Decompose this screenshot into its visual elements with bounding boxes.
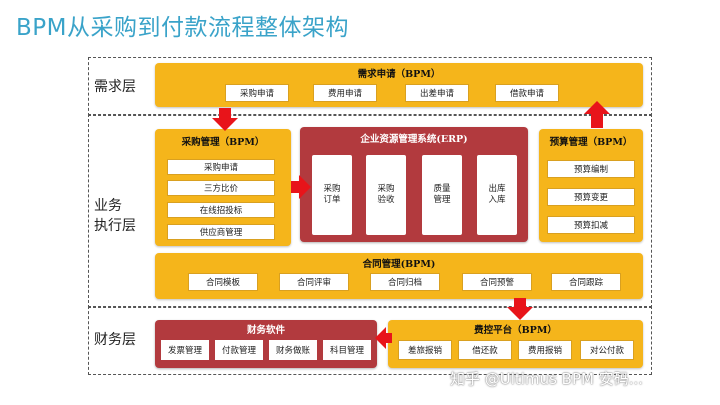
- business-layer-text: 业务执行层: [94, 198, 136, 234]
- arrow-down-demand-to-procurement: [212, 108, 238, 131]
- expense-item[interactable]: 差旅报销: [398, 340, 452, 360]
- contract-box-title: 合同管理(BPM): [362, 259, 436, 270]
- demand-item[interactable]: 费用申请: [313, 84, 377, 102]
- finance-software-box: 财务软件 发票管理 付款管理 财务做账 科目管理: [155, 320, 377, 368]
- finance-layer-frame: [88, 306, 652, 375]
- page-title: BPM从采购到付款流程整体架构: [16, 15, 349, 41]
- procurement-item[interactable]: 在线招投标: [167, 202, 275, 218]
- erp-item[interactable]: 出库入库: [477, 155, 517, 235]
- procurement-item[interactable]: 三方比价: [167, 180, 275, 196]
- demand-item[interactable]: 采购申请: [225, 84, 289, 102]
- business-layer-frame: [88, 114, 652, 308]
- budget-item[interactable]: 预算变更: [547, 188, 635, 206]
- expense-control-box: 费控平台（BPM） 差旅报销 借还款 费用报销 对公付款: [388, 320, 643, 368]
- finance-item[interactable]: 发票管理: [161, 340, 209, 360]
- erp-box-title: 企业资源管理系统(ERP): [360, 134, 468, 145]
- contract-item[interactable]: 合同评审: [279, 273, 349, 291]
- demand-application-box: 需求申请（BPM） 采购申请 费用申请 出差申请 借款申请: [155, 63, 643, 107]
- expense-item[interactable]: 对公付款: [580, 340, 634, 360]
- erp-system-box: 企业资源管理系统(ERP) 采购订单 采购验收 质量管理 出库入库: [300, 127, 528, 242]
- procurement-item[interactable]: 采购申请: [167, 159, 275, 175]
- finance-box-title: 财务软件: [246, 325, 285, 336]
- expense-box-title: 费控平台（BPM）: [474, 325, 557, 336]
- arrow-up-budget-to-demand: [584, 101, 610, 128]
- demand-item[interactable]: 出差申请: [405, 84, 469, 102]
- finance-layer-label: 财务层: [94, 332, 136, 348]
- expense-item[interactable]: 费用报销: [518, 340, 572, 360]
- contract-item[interactable]: 合同归档: [370, 273, 440, 291]
- budget-item[interactable]: 预算编制: [547, 160, 635, 178]
- procurement-item[interactable]: 供应商管理: [167, 224, 275, 240]
- arrow-right-procurement-to-erp: [291, 175, 311, 199]
- arrow-left-expense-to-finance: [375, 327, 392, 349]
- demand-layer-label: 需求层: [94, 79, 136, 95]
- finance-item[interactable]: 付款管理: [215, 340, 263, 360]
- budget-box-title: 预算管理（BPM）: [549, 137, 633, 148]
- arrow-down-contract-to-expense: [507, 298, 533, 320]
- contract-item[interactable]: 合同模板: [188, 273, 258, 291]
- demand-box-title: 需求申请（BPM）: [357, 69, 441, 80]
- watermark-text: 知乎 @Ultimus BPM 安码...: [450, 370, 644, 388]
- expense-item[interactable]: 借还款: [458, 340, 512, 360]
- erp-item[interactable]: 采购订单: [312, 155, 352, 235]
- finance-item[interactable]: 财务做账: [269, 340, 317, 360]
- contract-item[interactable]: 合同跟踪: [551, 273, 621, 291]
- contract-item[interactable]: 合同预警: [462, 273, 532, 291]
- erp-item[interactable]: 质量管理: [422, 155, 462, 235]
- erp-item[interactable]: 采购验收: [366, 155, 406, 235]
- demand-item[interactable]: 借款申请: [495, 84, 559, 102]
- contract-management-box: 合同管理(BPM) 合同模板 合同评审 合同归档 合同预警 合同跟踪: [155, 253, 643, 299]
- budget-item[interactable]: 预算扣减: [547, 216, 635, 234]
- procurement-management-box: 采购管理（BPM） 采购申请 三方比价 在线招投标 供应商管理: [155, 129, 291, 246]
- budget-management-box: 预算管理（BPM） 预算编制 预算变更 预算扣减: [539, 129, 643, 242]
- demand-layer-frame: [88, 57, 652, 116]
- procurement-box-title: 采购管理（BPM）: [181, 137, 265, 148]
- finance-item[interactable]: 科目管理: [323, 340, 371, 360]
- business-layer-label: 业务执行层: [94, 196, 136, 236]
